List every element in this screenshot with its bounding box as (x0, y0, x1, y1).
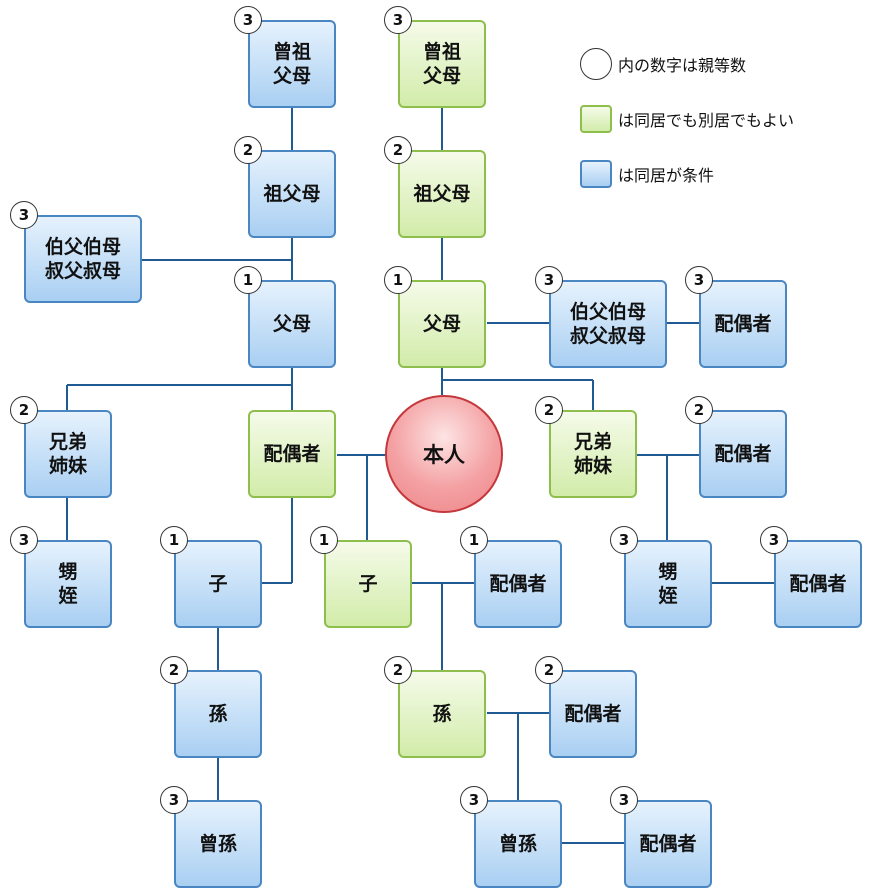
node-label: 配偶者 (564, 703, 622, 725)
node-label: 孫 (432, 703, 452, 725)
node-label: 孫 (208, 703, 228, 725)
node-nephew-right: 甥 姪 (624, 540, 712, 628)
node-label: 父母 (272, 313, 311, 335)
node-label: 伯父伯母 叔父叔母 (44, 236, 121, 282)
degree-badge: 1 (460, 526, 488, 554)
degree-badge: 3 (160, 786, 188, 814)
node-greatgrandchild-left: 曾孫 (174, 800, 262, 888)
node-auntuncle-left: 伯父伯母 叔父叔母 (24, 215, 142, 303)
node-ggp-pat: 曾祖 父母 (248, 20, 336, 108)
node-label: 曾孫 (498, 833, 537, 855)
degree-badge: 2 (535, 656, 563, 684)
node-siblings-right-spouse: 配偶者 (699, 410, 787, 498)
legend-blue-text: は同居が条件 (618, 166, 715, 185)
node-child-mid: 子 (324, 540, 412, 628)
node-label: 曾祖 父母 (422, 41, 461, 87)
degree-badge: 1 (384, 266, 412, 294)
degree-badge: 3 (384, 6, 412, 34)
node-label: 甥 姪 (58, 561, 78, 607)
node-label: 甥 姪 (658, 561, 678, 607)
legend-green: は同居でも別居でもよい (580, 105, 794, 133)
node-label: 伯父伯母 叔父叔母 (569, 301, 646, 347)
degree-badge: 3 (234, 6, 262, 34)
node-label: 父母 (422, 313, 461, 335)
legend-green-swatch (580, 105, 612, 133)
degree-badge: 2 (384, 136, 412, 164)
degree-badge: 3 (685, 266, 713, 294)
node-auntuncle-right: 伯父伯母 叔父叔母 (549, 280, 667, 368)
node-label: 配偶者 (263, 443, 321, 465)
node-ggp-mat: 曾祖 父母 (398, 20, 486, 108)
degree-badge: 3 (760, 526, 788, 554)
node-greatgrandchild-mid: 曾孫 (474, 800, 562, 888)
node-label: 配偶者 (789, 573, 847, 595)
node-siblings-right: 兄弟 姉妹 (549, 410, 637, 498)
node-grandchild-mid: 孫 (398, 670, 486, 758)
node-spouse: 配偶者 (248, 410, 336, 498)
legend-circle: 内の数字は親等数 (580, 48, 746, 80)
node-grandchild-mid-spouse: 配偶者 (549, 670, 637, 758)
degree-badge: 3 (535, 266, 563, 294)
degree-badge: 2 (685, 396, 713, 424)
degree-badge: 1 (160, 526, 188, 554)
node-label: 兄弟 姉妹 (48, 431, 87, 477)
legend-blue: は同居が条件 (580, 160, 714, 188)
node-child-left: 子 (174, 540, 262, 628)
node-label: 子 (358, 573, 378, 595)
node-label: 配偶者 (714, 443, 772, 465)
node-label: 配偶者 (639, 833, 697, 855)
node-nephew-left: 甥 姪 (24, 540, 112, 628)
node-gp-pat: 祖父母 (248, 150, 336, 238)
node-parents-right: 父母 (398, 280, 486, 368)
node-label: 祖父母 (413, 183, 471, 205)
legend-circle-swatch (580, 48, 612, 80)
node-label: 子 (208, 573, 228, 595)
degree-badge: 2 (384, 656, 412, 684)
degree-badge: 2 (234, 136, 262, 164)
node-grandchild-left: 孫 (174, 670, 262, 758)
legend-green-text: は同居でも別居でもよい (618, 111, 795, 130)
degree-badge: 3 (10, 201, 38, 229)
node-label: 配偶者 (714, 313, 772, 335)
degree-badge: 1 (234, 266, 262, 294)
node-self: 本人 (385, 395, 503, 513)
node-label: 兄弟 姉妹 (573, 431, 612, 477)
node-parents-left: 父母 (248, 280, 336, 368)
node-child-mid-spouse: 配偶者 (474, 540, 562, 628)
degree-badge: 3 (460, 786, 488, 814)
degree-badge: 3 (10, 526, 38, 554)
node-auntuncle-right-spouse: 配偶者 (699, 280, 787, 368)
degree-badge: 2 (535, 396, 563, 424)
degree-badge: 3 (610, 786, 638, 814)
node-label: 曾孫 (198, 833, 237, 855)
degree-badge: 3 (610, 526, 638, 554)
degree-badge: 2 (160, 656, 188, 684)
node-nephew-right-spouse: 配偶者 (774, 540, 862, 628)
legend-circle-text: 内の数字は親等数 (618, 56, 747, 75)
degree-badge: 2 (10, 396, 38, 424)
node-label: 配偶者 (489, 573, 547, 595)
degree-badge: 1 (310, 526, 338, 554)
node-siblings-left: 兄弟 姉妹 (24, 410, 112, 498)
node-label: 祖父母 (263, 183, 321, 205)
node-label: 曾祖 父母 (272, 41, 311, 87)
node-greatgrandchild-mid-spouse: 配偶者 (624, 800, 712, 888)
legend-blue-swatch (580, 160, 612, 188)
node-gp-mat: 祖父母 (398, 150, 486, 238)
